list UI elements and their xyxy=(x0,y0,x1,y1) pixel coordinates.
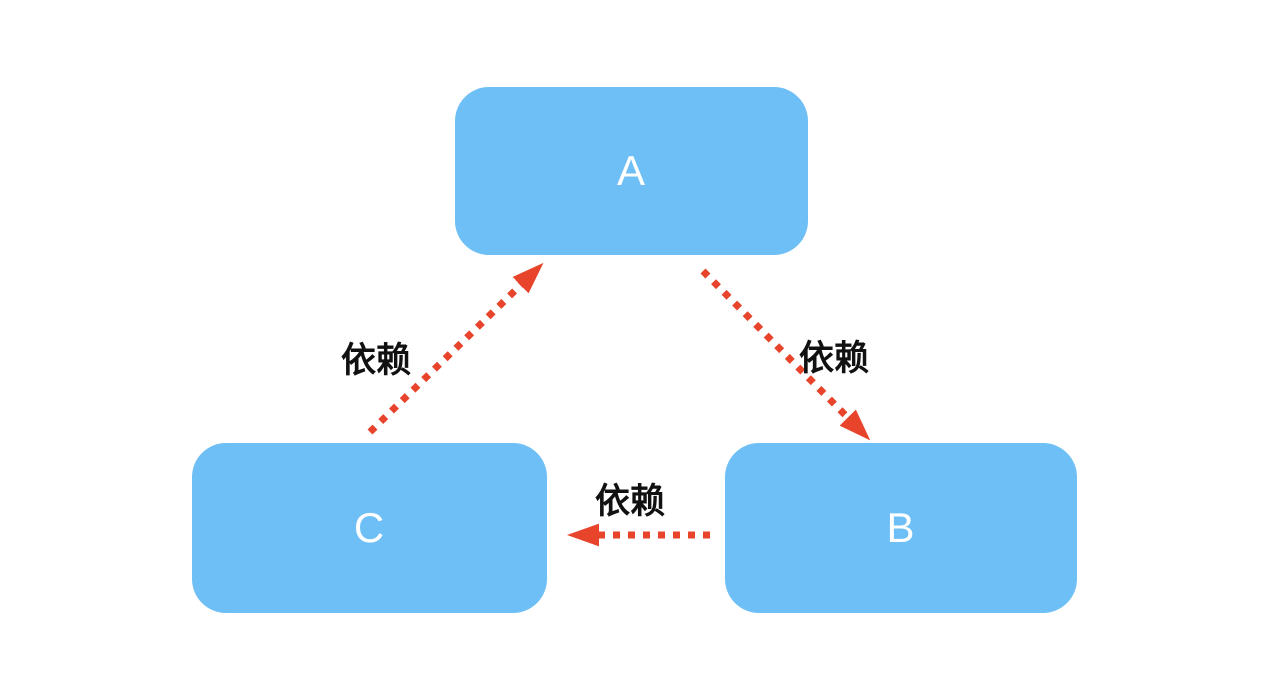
node-c-label: C xyxy=(353,504,386,551)
node-b-label: B xyxy=(886,504,916,551)
node-b: B xyxy=(725,443,1077,613)
edge-label-a-to-b: 依赖 xyxy=(799,339,870,378)
node-a: A xyxy=(455,87,808,255)
node-a-label: A xyxy=(616,147,646,194)
edge-label-c-to-a: 依赖 xyxy=(341,341,412,380)
node-c: C xyxy=(192,443,547,613)
edge-label-b-to-c: 依赖 xyxy=(595,482,666,521)
